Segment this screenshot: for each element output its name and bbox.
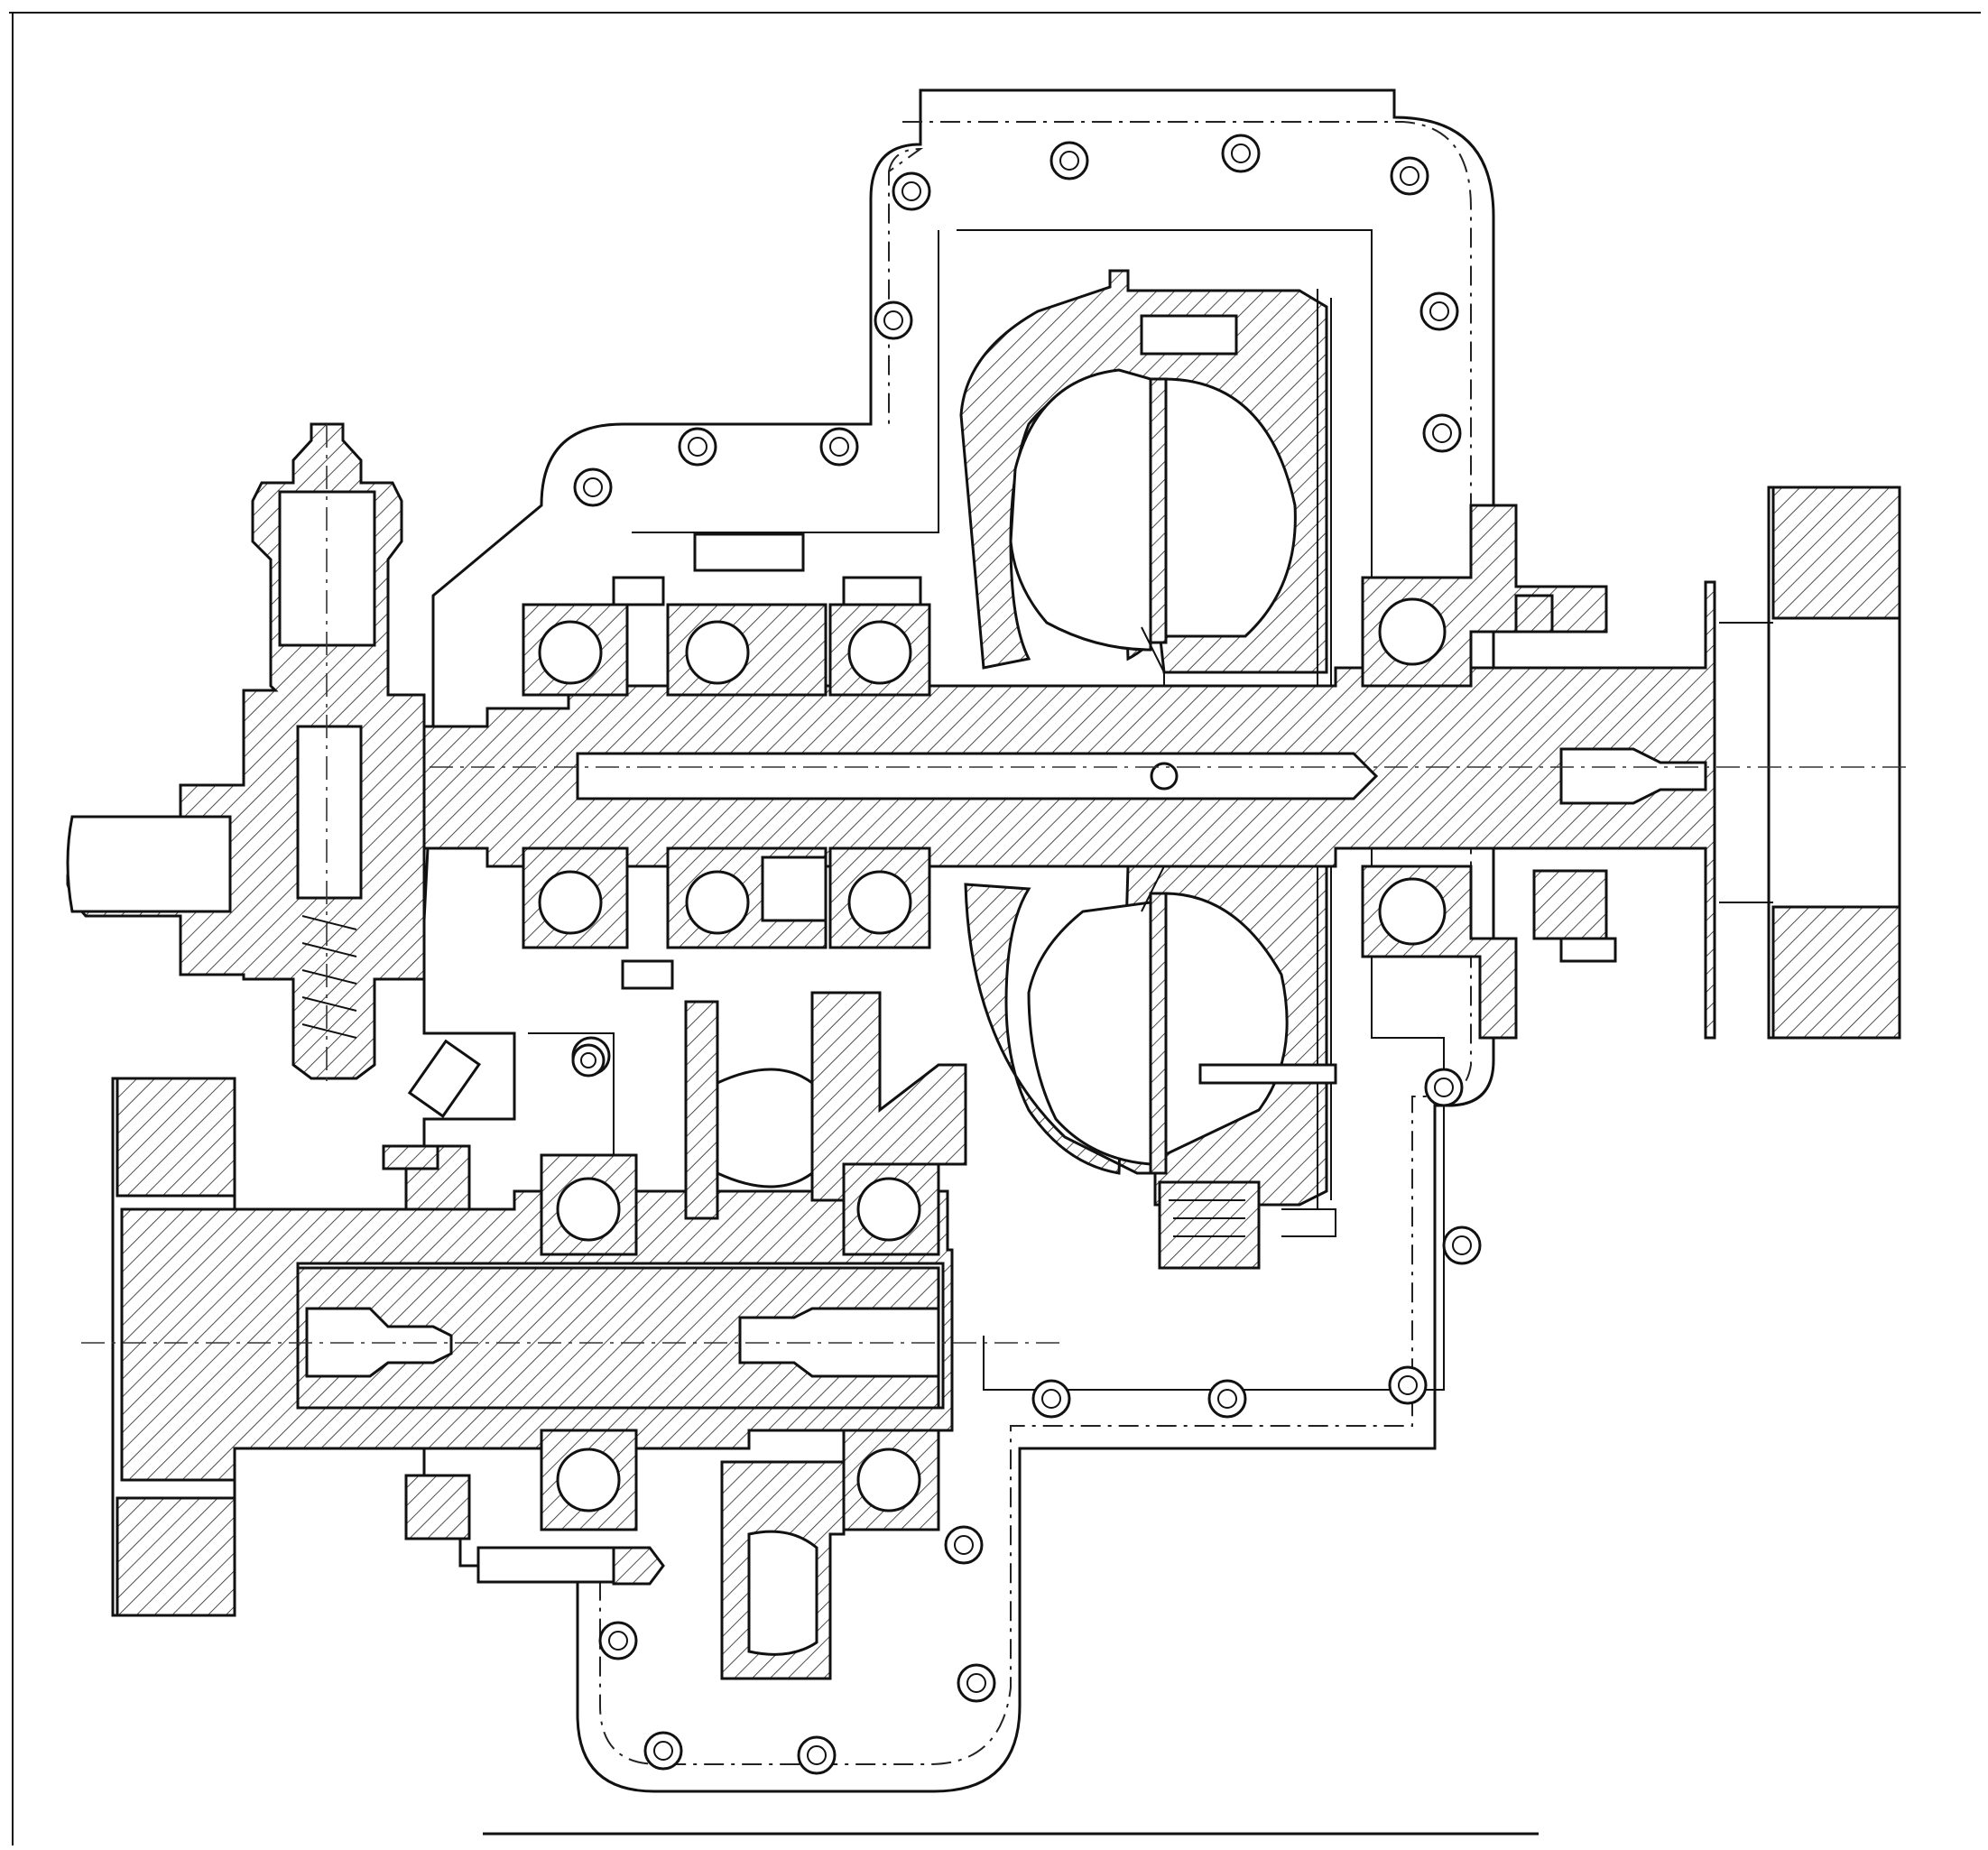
bolt-hole-icon: [1388, 1365, 1428, 1405]
bearing-ball-icon: [847, 870, 912, 935]
bolt-hole-icon: [1424, 1068, 1464, 1107]
bearing-ball-icon: [685, 620, 750, 685]
bolt-hole-icon: [573, 467, 613, 507]
bolt-hole-icon: [1419, 291, 1459, 331]
bearing-ball-icon: [685, 870, 750, 935]
output-shaft: [81, 1077, 1065, 1617]
bearing-ball-icon: [1378, 597, 1447, 666]
seal-details: [382, 594, 1617, 1586]
bolt-hole-icon: [643, 1731, 683, 1771]
bolt-hole-icon: [874, 301, 913, 340]
relief-valve-assembly: [66, 422, 426, 1083]
input-bearings: [522, 504, 1608, 1040]
bolt-hole-icon: [957, 1663, 996, 1703]
bolt-hole-icon: [1221, 134, 1261, 173]
bearing-ball-icon: [856, 1177, 921, 1242]
bolt-hole-icon: [1049, 141, 1089, 180]
page-frame: [9, 12, 1981, 1845]
bearing-ball-icon: [847, 620, 912, 685]
bolt-hole-icon: [819, 427, 859, 467]
small-bolts: [571, 532, 922, 1078]
bolt-hole-icon: [1422, 413, 1462, 453]
output-bearings: [528, 991, 967, 1680]
bearing-ball-icon: [538, 870, 603, 935]
bearing-ball-icon: [856, 1448, 921, 1512]
bolt-hole-icon: [1442, 1226, 1482, 1265]
bolt-hole-icon: [1031, 1379, 1071, 1419]
bolt-hole-icon: [598, 1621, 638, 1660]
fluid-coupling: [959, 269, 1337, 1270]
bearing-ball-icon: [556, 1448, 621, 1512]
bolt-hole-icon: [1390, 156, 1429, 196]
bearing-ball-icon: [1378, 877, 1447, 946]
bolt-hole-icon: [892, 171, 931, 211]
bearing-ball-icon: [556, 1177, 621, 1242]
bolt-hole-icon: [944, 1525, 984, 1565]
bolt-hole-icon: [678, 427, 717, 467]
bolt-hole-icon: [1207, 1379, 1247, 1419]
bolt-hole-icon: [571, 1043, 606, 1078]
bearing-ball-icon: [538, 620, 603, 685]
bolt-hole-icon: [797, 1735, 837, 1775]
